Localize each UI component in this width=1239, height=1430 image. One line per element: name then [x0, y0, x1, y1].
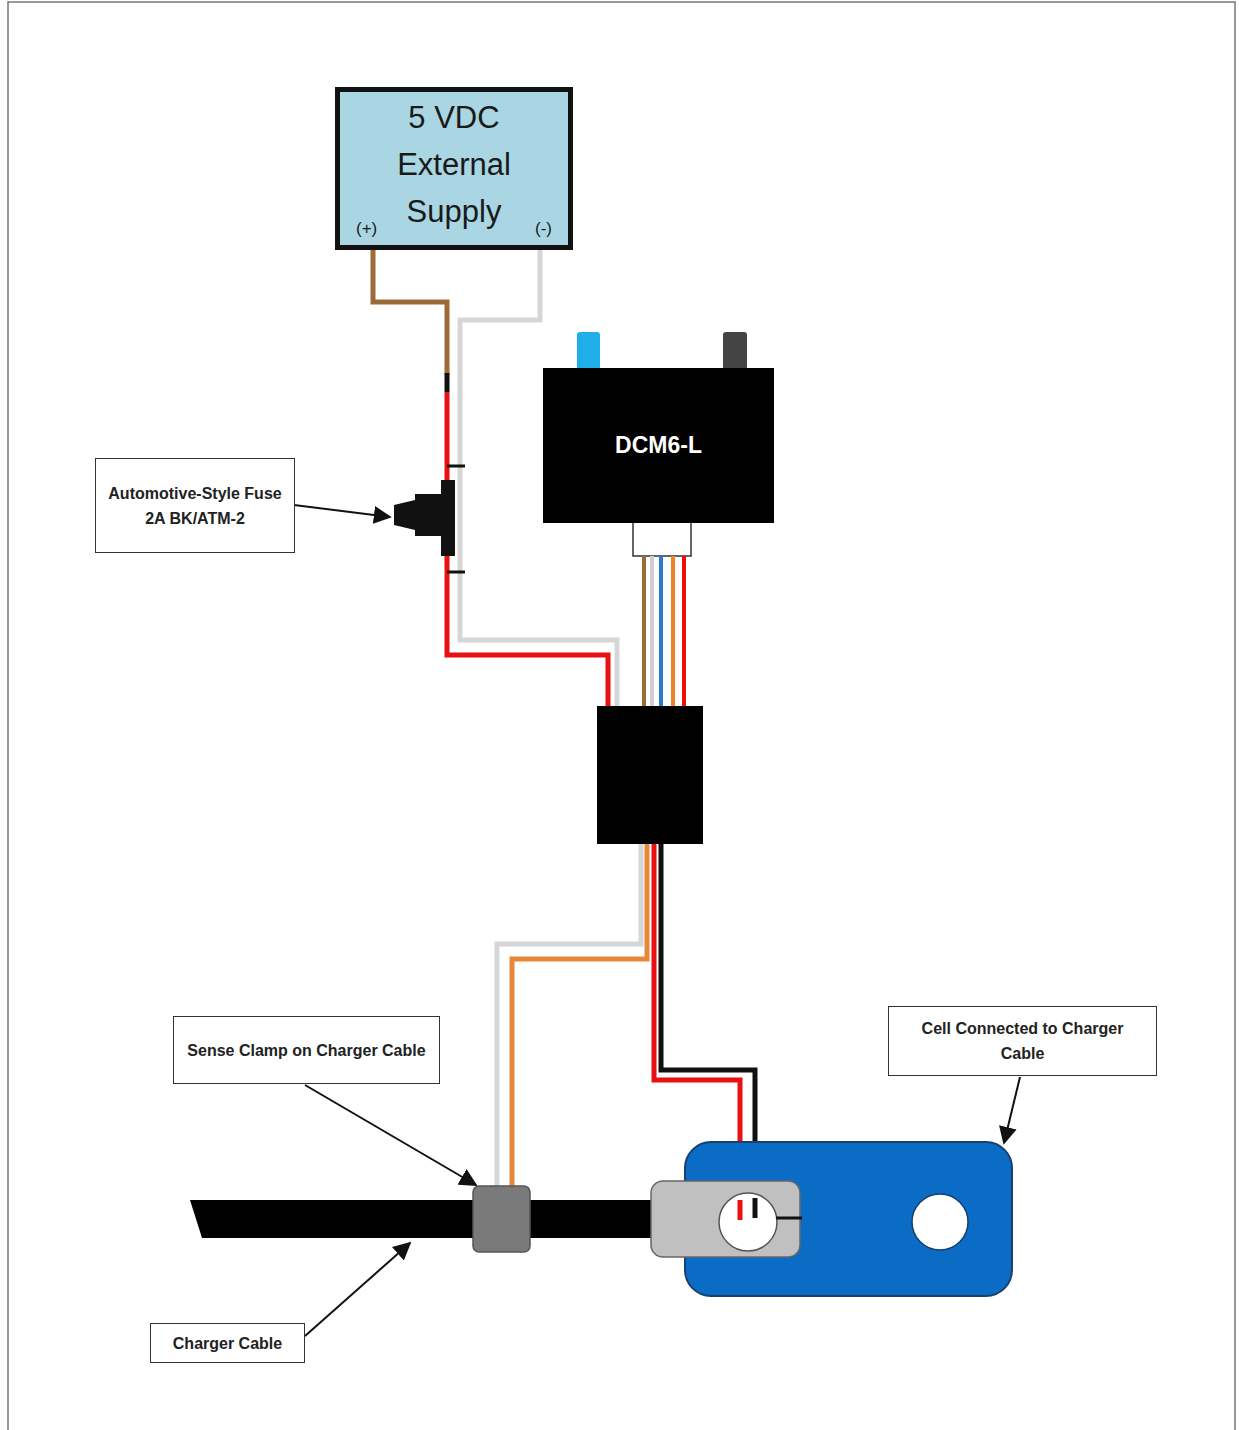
battery-cell	[685, 1142, 1012, 1296]
junction-block	[597, 706, 703, 844]
node-text: (+)	[356, 219, 377, 239]
grey-sense-wire	[497, 843, 641, 1190]
leader-arrow	[305, 1243, 410, 1336]
fuse-holder	[441, 480, 455, 556]
brown-wire	[373, 250, 447, 375]
callout-box: Charger Cable	[150, 1323, 305, 1363]
device-box: DCM6-L	[543, 368, 774, 523]
sense-clamp	[473, 1186, 530, 1252]
wire-splice	[445, 373, 450, 392]
orange-sense-wire	[512, 843, 647, 1190]
node-text: Automotive-Style Fuse 2A BK/ATM-2	[106, 481, 284, 531]
charger-cable	[190, 1200, 660, 1238]
grey-wire	[650, 556, 654, 706]
node-text: Sense Clamp on Charger Cable	[187, 1038, 425, 1063]
power-supply-box: 5 VDC External Supply(+) (-)	[335, 87, 573, 250]
node-text: Charger Cable	[173, 1331, 282, 1356]
node-text: (-)	[535, 219, 552, 239]
brown-wire	[642, 556, 646, 706]
connector-plug	[633, 522, 691, 556]
red-wire	[682, 556, 686, 706]
orange-wire	[671, 556, 675, 706]
node-text: DCM6-L	[615, 432, 702, 459]
lug-hole	[719, 1193, 777, 1251]
fuse-cap	[394, 494, 441, 536]
callout-box: Cell Connected to Charger Cable	[888, 1006, 1157, 1076]
frame	[8, 2, 1235, 1430]
node-text: Cell Connected to Charger Cable	[899, 1016, 1146, 1066]
red-cell-wire	[738, 1200, 743, 1220]
terminal-stud	[776, 1217, 802, 1220]
cell-terminal-hole	[912, 1194, 968, 1250]
fuse-tab	[447, 571, 465, 574]
leader-arrow	[1004, 1077, 1020, 1143]
black-cell-wire	[753, 1198, 758, 1218]
callout-box: Sense Clamp on Charger Cable	[173, 1016, 440, 1084]
fuse-tab	[447, 465, 465, 468]
blue-wire	[659, 556, 663, 706]
negative-terminal	[723, 332, 747, 370]
leader-arrow	[294, 505, 390, 517]
positive-terminal	[577, 332, 600, 370]
callout-box: Automotive-Style Fuse 2A BK/ATM-2	[95, 458, 295, 553]
leader-arrow	[305, 1085, 476, 1185]
node-text: 5 VDC External Supply	[369, 94, 539, 235]
